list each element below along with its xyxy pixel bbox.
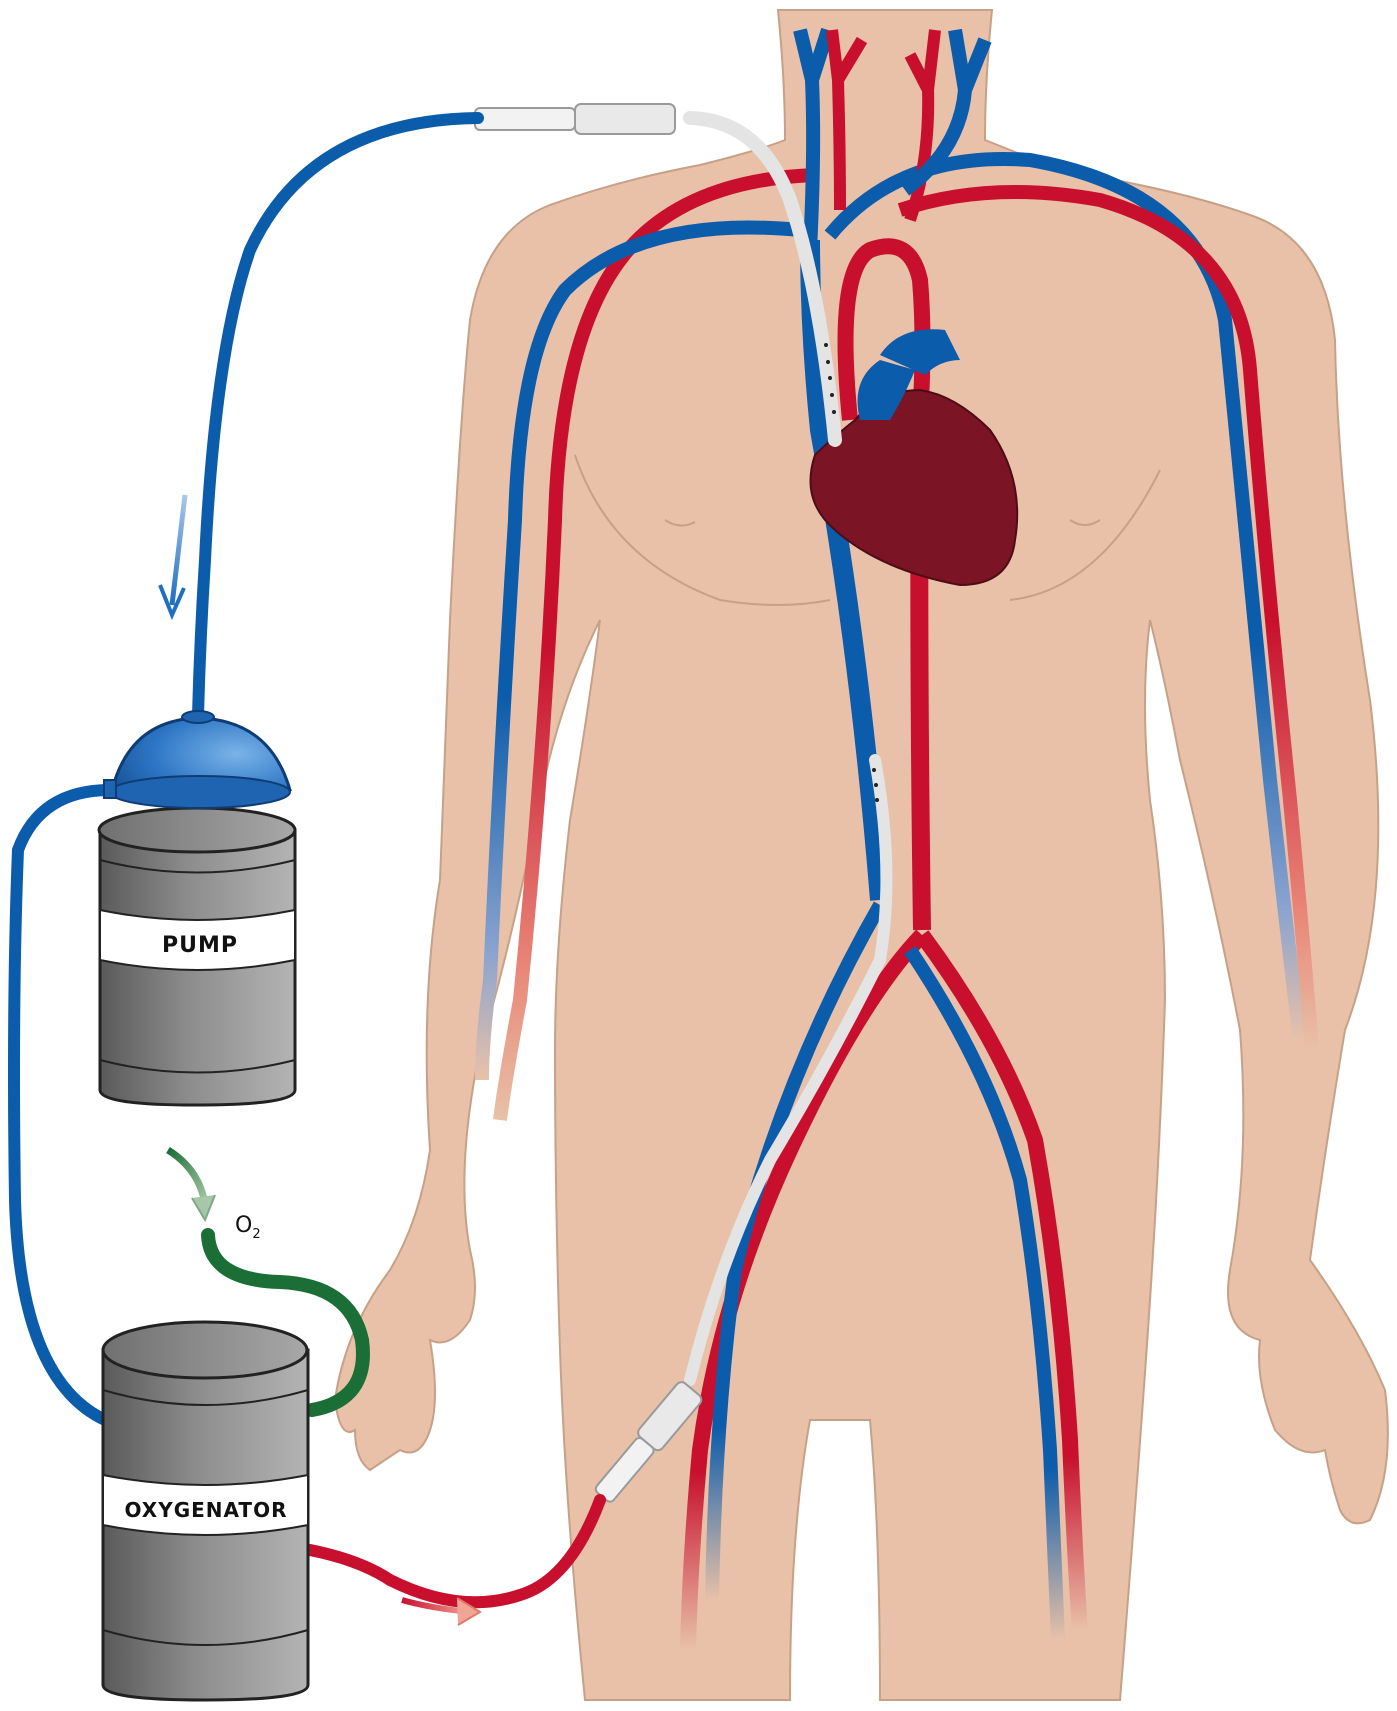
oxygenator-unit: OXYGENATOR	[103, 1322, 308, 1700]
pump-dome-base	[110, 776, 290, 808]
arterial-return-tube	[310, 1500, 600, 1602]
pump-label: PUMP	[162, 933, 238, 958]
pump-outlet	[104, 780, 116, 798]
oxygenator-label: OXYGENATOR	[125, 1498, 288, 1522]
oxygen-label: O2	[235, 1213, 261, 1242]
venous-connector	[475, 104, 675, 134]
pump-inlet	[182, 711, 214, 723]
arrow-curved-down-icon	[168, 1150, 215, 1220]
venous-return-tube	[198, 118, 478, 715]
pump-to-oxygenator-tube	[14, 790, 110, 1420]
pump-unit: PUMP	[99, 711, 295, 1105]
oxygen-subscript: 2	[252, 1227, 260, 1242]
arrow-down-icon	[160, 495, 185, 615]
